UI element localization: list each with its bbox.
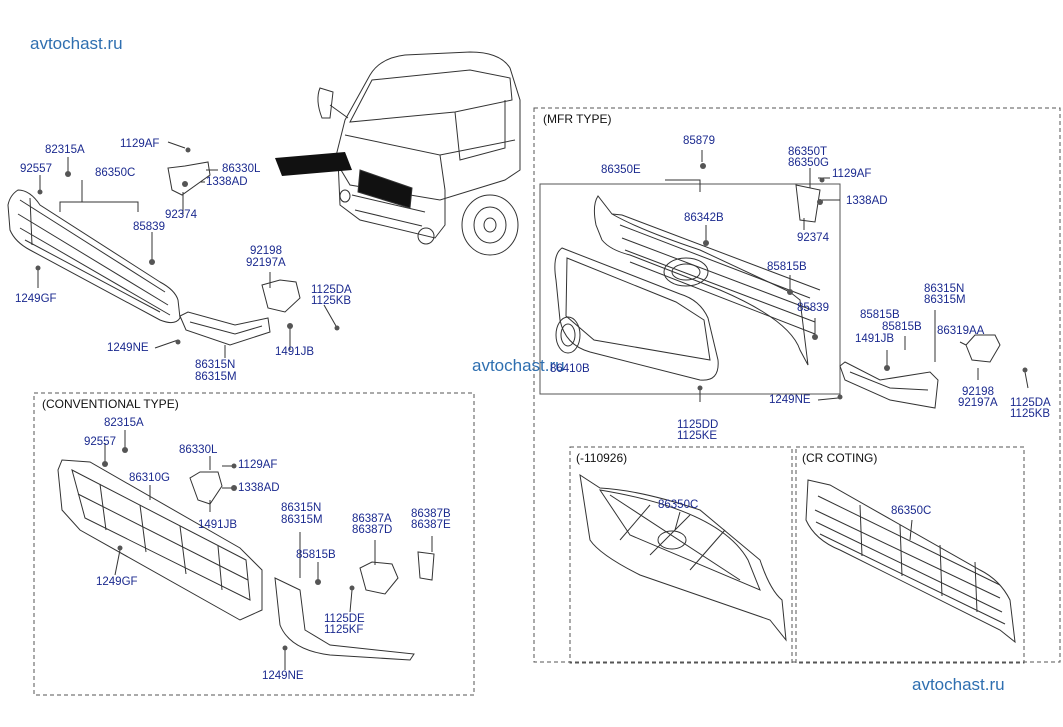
part-label: 86315N: [195, 359, 236, 371]
part-label: 86350T: [788, 146, 828, 158]
part-label: 85879: [683, 135, 715, 147]
part-label: 86350G: [788, 157, 829, 169]
bracket-86350T: [795, 184, 821, 223]
bracket-86387B: [417, 551, 435, 581]
part-label: 86315M: [924, 294, 966, 306]
part-label: 1125DA: [311, 284, 352, 296]
grille-86410B-frame: [554, 247, 719, 381]
part-label: 86387E: [411, 519, 451, 531]
part-label: 86315N: [281, 502, 322, 514]
bracket-86330L-conv: [189, 471, 223, 505]
part-label: 1338AD: [846, 195, 888, 207]
bracket-92198-top: [261, 279, 301, 313]
part-label: 1129AF: [832, 168, 872, 180]
part-label: 92374: [165, 209, 197, 221]
part-label: 92197A: [246, 257, 286, 269]
bracket-86330L-top: [167, 161, 211, 196]
part-label: 1249GF: [15, 293, 57, 305]
bracket-86387A: [359, 561, 399, 595]
part-label: 86350C: [658, 499, 699, 511]
part-label: 86310G: [129, 472, 170, 484]
part-label: 92557: [20, 163, 52, 175]
watermark: avtochast.ru: [912, 675, 1005, 694]
part-label: 1129AF: [238, 459, 278, 471]
part-label: 1249NE: [769, 394, 811, 406]
part-label: 86387D: [352, 524, 393, 536]
part-label: 86319AA: [937, 325, 985, 337]
section-title-mfr: (MFR TYPE): [543, 112, 612, 126]
part-label: 92198: [250, 245, 282, 257]
part-label: 1125KB: [311, 295, 352, 307]
part-label: 85815B: [882, 321, 922, 333]
part-label: 86387A: [352, 513, 392, 525]
part-label: 1249GF: [96, 576, 138, 588]
grille-86350C-top: [7, 189, 181, 324]
part-label: 86330L: [222, 163, 261, 175]
grille-86350E: [593, 195, 821, 366]
watermark: avtochast.ru: [472, 356, 565, 375]
part-label: 1125KB: [1010, 408, 1051, 420]
part-label: 86342B: [684, 212, 724, 224]
part-label: 86350E: [601, 164, 641, 176]
part-label: 1249NE: [262, 670, 304, 682]
part-label: 86315M: [195, 371, 237, 383]
part-label: 82315A: [45, 144, 85, 156]
bracket-86315N-top: [179, 311, 271, 346]
bracket-86319AA: [965, 334, 1001, 363]
part-label: 1249NE: [107, 342, 149, 354]
bracket-86315N-mfr: [839, 361, 939, 409]
truck-illustration: [275, 51, 521, 256]
part-label: 86315N: [924, 283, 965, 295]
part-label: 85815B: [296, 549, 336, 561]
part-label: 92197A: [958, 397, 998, 409]
part-label: 1125KE: [677, 430, 718, 442]
section-title-conventional: (CONVENTIONAL TYPE): [42, 397, 179, 411]
part-label: 86330L: [179, 444, 218, 456]
part-label: 85839: [797, 302, 829, 314]
part-label: 86350C: [891, 505, 932, 517]
bracket-86315N-conv: [274, 577, 415, 661]
part-label: 86315M: [281, 514, 323, 526]
part-label: 82315A: [104, 417, 144, 429]
part-label: 1125DA: [1010, 397, 1051, 409]
part-label: 85815B: [767, 261, 807, 273]
part-label: 86410B: [550, 363, 590, 375]
part-label: 92374: [797, 232, 829, 244]
part-label: 86387B: [411, 508, 451, 520]
part-label: 85815B: [860, 309, 900, 321]
part-label: 1125KF: [324, 624, 364, 636]
section-title-cr: (CR COTING): [802, 451, 878, 465]
part-label: 92198: [962, 386, 994, 398]
part-label: 1129AF: [120, 138, 160, 150]
grille-86310G: [57, 459, 263, 621]
part-label: 1491JB: [855, 333, 895, 345]
section-title-early: (-110926): [576, 451, 628, 465]
part-label: 1338AD: [238, 482, 280, 494]
part-label: 1125DE: [324, 613, 365, 625]
watermark: avtochast.ru: [30, 34, 123, 53]
grille-86350C-cr: [805, 479, 1016, 644]
part-label: 86350C: [95, 167, 136, 179]
part-label: 1125DD: [677, 419, 719, 431]
part-label: 1338AD: [206, 176, 248, 188]
part-label: 92557: [84, 436, 116, 448]
grille-86350C-early: [579, 473, 787, 642]
part-label: 1491JB: [275, 346, 315, 358]
part-label: 85839: [133, 221, 165, 233]
part-label: 1491JB: [198, 519, 238, 531]
